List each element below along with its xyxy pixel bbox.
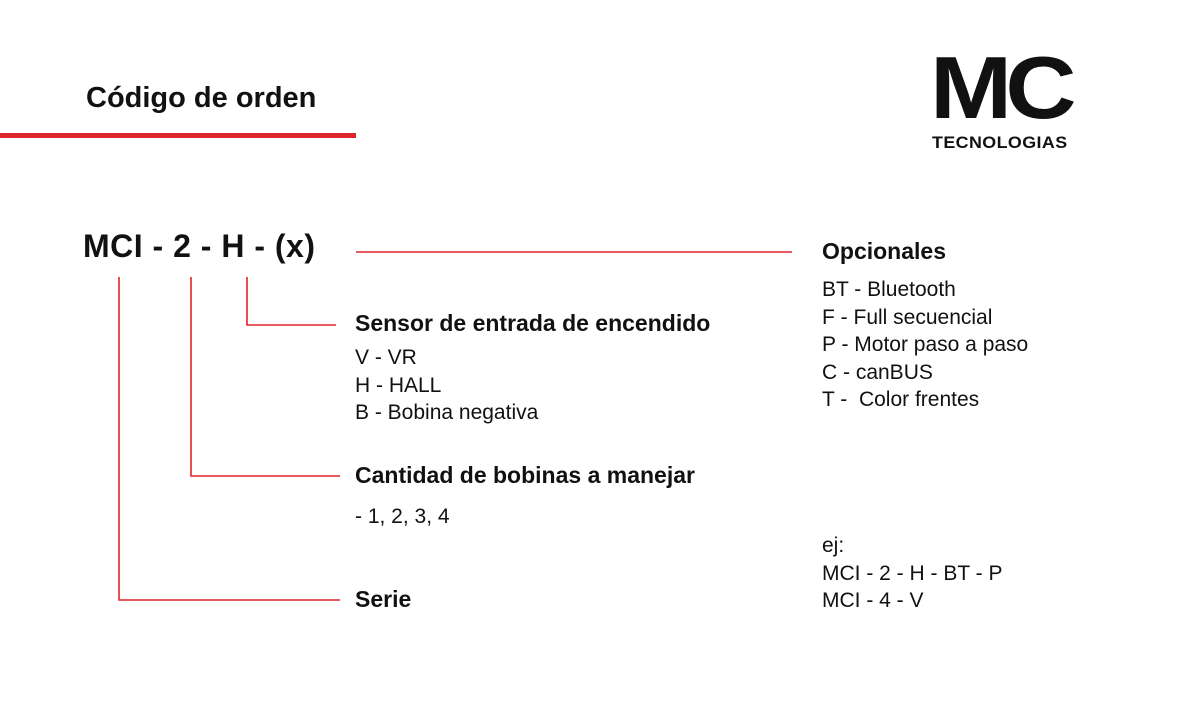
example-item: MCI - 4 - V <box>822 589 924 612</box>
connector-bobinas <box>190 277 340 477</box>
order-code: MCI - 2 - H - (x) <box>83 228 316 264</box>
opcional-option: P - Motor paso a paso <box>822 333 1029 356</box>
serie-header: Serie <box>355 586 412 612</box>
brand-logo-subtitle: TECNOLOGIAS <box>932 133 1068 152</box>
sensor-option: B - Bobina negativa <box>355 401 539 424</box>
opcional-option: F - Full secuencial <box>822 305 993 329</box>
page-title: Código de orden <box>86 82 317 114</box>
sensor-option: H - HALL <box>355 373 442 397</box>
title-underline <box>0 133 356 138</box>
bobinas-header: Cantidad de bobinas a manejar <box>355 462 695 488</box>
bobinas-option: - 1, 2, 3, 4 <box>355 505 450 528</box>
connector-sensor <box>246 277 336 326</box>
opcional-option: BT - Bluetooth <box>822 278 956 301</box>
opcionales-header: Opcionales <box>822 238 946 264</box>
connector-serie <box>118 277 340 601</box>
example-item: MCI - 2 - H - BT - P <box>822 561 1003 585</box>
sensor-option: V - VR <box>355 346 417 369</box>
sensor-options: V - VR H - HALL B - Bobina negativa <box>355 344 538 427</box>
opcional-option: C - canBUS <box>822 360 933 384</box>
sensor-header: Sensor de entrada de encendido <box>355 310 711 336</box>
bobinas-options: - 1, 2, 3, 4 <box>355 503 450 531</box>
opcionales-options: BT - Bluetooth F - Full secuencial P - M… <box>822 276 1028 414</box>
examples: ej: MCI - 2 - H - BT - P MCI - 4 - V <box>822 532 1002 615</box>
opcional-option: T - Color frentes <box>822 388 980 411</box>
brand-logo-mark: MC <box>930 38 1077 137</box>
examples-label: ej: <box>822 534 845 557</box>
